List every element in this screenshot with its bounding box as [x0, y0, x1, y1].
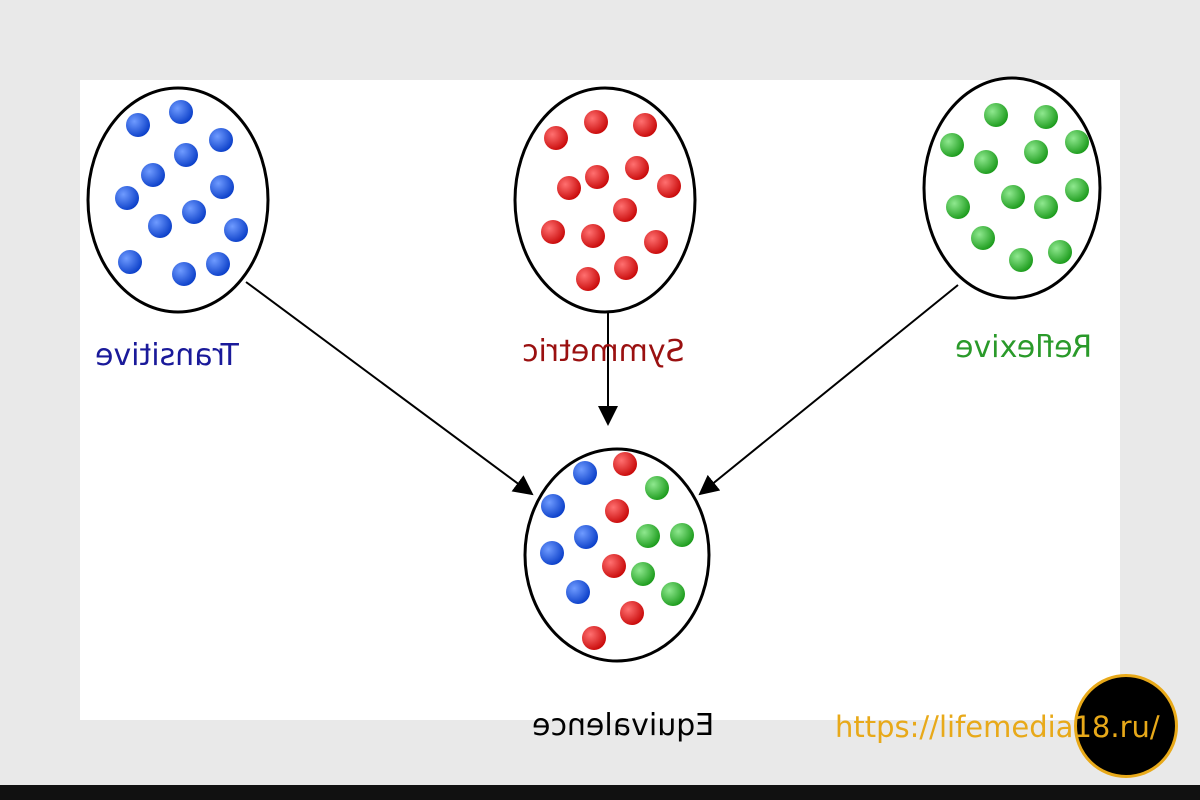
- green-dot: [1034, 195, 1058, 219]
- equivalence-label: Equivalence: [532, 708, 715, 743]
- green-dot: [1024, 140, 1048, 164]
- bottom-border: [0, 785, 1200, 800]
- blue-dot: [174, 143, 198, 167]
- red-dot: [582, 626, 606, 650]
- blue-dot: [541, 494, 565, 518]
- green-dot: [1065, 178, 1089, 202]
- blue-dot: [141, 163, 165, 187]
- transitive-label: Transitive: [95, 338, 239, 373]
- red-dot: [625, 156, 649, 180]
- red-dot: [584, 110, 608, 134]
- blue-dot: [118, 250, 142, 274]
- blue-dot: [206, 252, 230, 276]
- green-dot: [946, 195, 970, 219]
- reflexive-label: Reflexive: [955, 330, 1093, 365]
- green-dot: [984, 103, 1008, 127]
- green-dot: [636, 524, 660, 548]
- green-dot: [661, 582, 685, 606]
- blue-dot: [540, 541, 564, 565]
- blue-dot: [182, 200, 206, 224]
- green-dot: [1009, 248, 1033, 272]
- green-dot: [974, 150, 998, 174]
- red-dot: [605, 499, 629, 523]
- green-dot: [1034, 105, 1058, 129]
- blue-dot: [126, 113, 150, 137]
- blue-dot: [148, 214, 172, 238]
- blue-dot: [169, 100, 193, 124]
- red-dot: [581, 224, 605, 248]
- blue-dot: [209, 128, 233, 152]
- blue-dot: [115, 186, 139, 210]
- green-dot: [631, 562, 655, 586]
- green-dot: [1065, 130, 1089, 154]
- watermark-logo-circle: [1074, 674, 1178, 778]
- symmetric-label: Symmetric: [522, 334, 685, 369]
- arrow-reflexive-to-equivalence: [698, 284, 959, 496]
- red-dot: [644, 230, 668, 254]
- green-dot: [645, 476, 669, 500]
- red-dot: [613, 452, 637, 476]
- green-dot: [1048, 240, 1072, 264]
- red-dot: [557, 176, 581, 200]
- red-dot: [576, 267, 600, 291]
- blue-dot: [566, 580, 590, 604]
- watermark-url: https://lifemedia18.ru/: [835, 710, 1160, 744]
- red-dot: [602, 554, 626, 578]
- green-dot: [940, 133, 964, 157]
- green-dot: [1001, 185, 1025, 209]
- arrow-transitive-to-equivalence: [245, 281, 534, 496]
- blue-dot: [224, 218, 248, 242]
- blue-dot: [574, 525, 598, 549]
- red-dot: [541, 220, 565, 244]
- blue-dot: [210, 175, 234, 199]
- red-dot: [544, 126, 568, 150]
- red-dot: [657, 174, 681, 198]
- green-dot: [971, 226, 995, 250]
- blue-dot: [573, 461, 597, 485]
- red-dot: [614, 256, 638, 280]
- blue-dot: [172, 262, 196, 286]
- red-dot: [613, 198, 637, 222]
- red-dot: [585, 165, 609, 189]
- red-dot: [620, 601, 644, 625]
- green-dot: [670, 523, 694, 547]
- red-dot: [633, 113, 657, 137]
